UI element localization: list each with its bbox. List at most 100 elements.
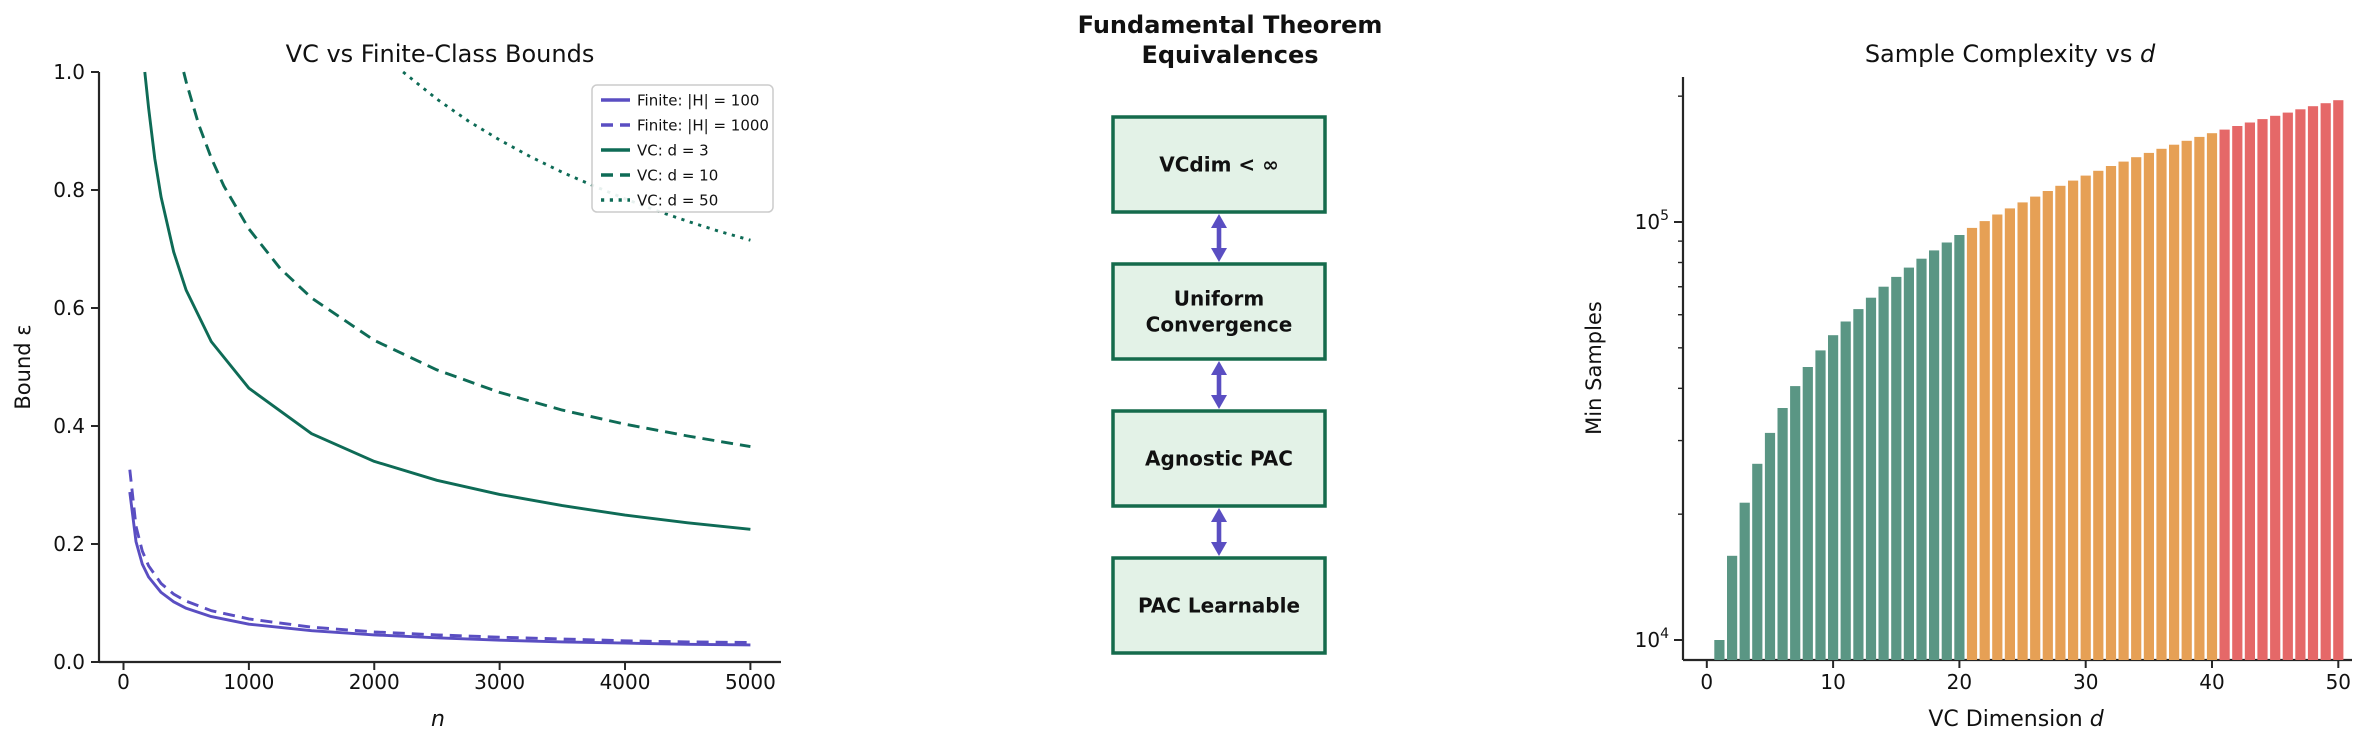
left-chart-ylabel: Bound ε [11,324,35,409]
bar [2219,129,2230,661]
diagram-box-label: Agnostic PAC [1145,447,1293,471]
bar [1739,502,1750,660]
y-tick-exponent: 4 [1660,626,1669,642]
bar [2004,208,2015,660]
y-tick-label: 1.0 [53,60,85,84]
legend-label: Finite: |H| = 1000 [637,117,769,135]
bar [1878,286,1889,660]
bar [2295,109,2306,661]
series-line [128,469,751,644]
bar [2270,115,2281,661]
bar [2307,106,2319,660]
bar [1790,386,1801,660]
bar [2244,122,2255,660]
x-tick-label: 10 [1820,670,1845,694]
y-tick-label: 104 [1635,626,1669,652]
left-chart-xlabel: n [431,707,445,732]
bar [2068,180,2079,660]
series-line [182,71,751,449]
bar [1815,350,1826,660]
arrow-head-up [1211,214,1227,228]
bar [2143,152,2154,660]
legend-label: VC: d = 3 [637,142,709,160]
bar [2055,185,2066,661]
x-tick-label: 20 [1947,670,1972,694]
x-tick-label: 4000 [600,670,651,694]
diagram-box [1111,115,1327,214]
legend-label: Finite: |H| = 100 [637,92,759,110]
x-tick-label: 1000 [223,670,274,694]
y-tick-label: 105 [1635,208,1669,234]
x-tick-label: 30 [2073,670,2098,694]
y-tick-base: 10 [1635,628,1660,652]
y-tick-label: 0.0 [53,650,85,674]
diagram-box-label-line: Agnostic PAC [1145,447,1293,471]
arrow-head-down [1211,542,1227,556]
bar [2282,112,2293,661]
bar [2131,157,2142,660]
bar [1853,309,1864,660]
y-tick-label: 0.2 [53,532,85,556]
diagram-box [1111,409,1327,508]
diagram-title-line: Fundamental Theorem [1078,11,1383,39]
x-tick-label: 40 [2199,670,2224,694]
bar [2194,136,2205,660]
bar [2080,175,2091,660]
arrow-head-up [1211,361,1227,375]
diagram-box-label: VCdim < ∞ [1159,153,1279,177]
right-chart-xlabel: VC Dimension d [1928,707,2104,732]
bar [1992,214,2003,660]
bar [1903,267,1914,660]
x-tick-label: 3000 [474,670,525,694]
bar [1929,250,1940,660]
legend-box [591,84,774,213]
bar [1941,242,1952,660]
bar [1727,555,1738,660]
x-tick-label: 0 [1700,670,1713,694]
bar [1865,297,1877,660]
bar [2206,133,2218,660]
series-line [143,71,751,531]
x-tick-label: 2000 [349,670,400,694]
diagram-box [1111,556,1327,655]
bar [1966,227,1978,660]
arrow-head-up [1211,508,1227,522]
diagram-title-line: Equivalences [1141,41,1318,69]
arrow-head-down [1211,248,1227,262]
diagram-box-label: PAC Learnable [1138,594,1300,618]
bar [2042,191,2053,660]
left-chart-title: VC vs Finite-Class Bounds [286,40,595,68]
bar [1954,235,1965,660]
series-line [128,491,751,647]
x-tick-label: 50 [2326,670,2351,694]
bar [2181,140,2192,661]
bar [2320,103,2331,660]
right-chart-ylabel: Min Samples [1582,301,1606,435]
y-tick-label: 0.4 [53,414,85,438]
bar [1891,276,1902,660]
bar [2232,126,2243,660]
bar [2257,119,2268,661]
bar [2105,166,2117,660]
bar [1777,408,1788,660]
bar [1916,258,1927,660]
bar [2093,170,2104,661]
diagram-box [1111,262,1327,361]
bar [2169,144,2180,660]
bar [1979,221,1990,660]
bar [2118,161,2129,660]
bar [1752,463,1763,660]
bar [1714,640,1725,660]
bar [1840,321,1851,660]
diagram-box-label-line: Convergence [1146,313,1293,337]
diagram-box-label-line: PAC Learnable [1138,594,1300,618]
x-tick-label: 0 [117,670,130,694]
